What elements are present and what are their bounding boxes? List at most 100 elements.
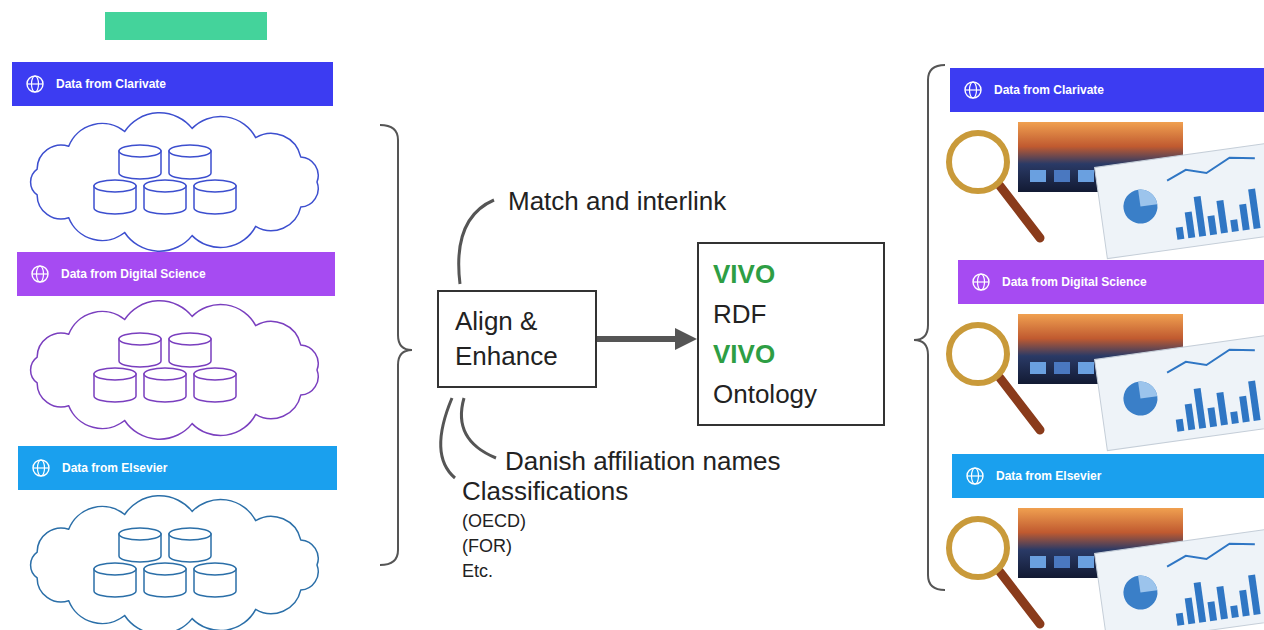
- instrument-panel: [1030, 362, 1046, 374]
- annotation-text: (OECD): [462, 511, 526, 532]
- instrument-panel: [1030, 170, 1046, 182]
- leader-curve: [461, 398, 496, 458]
- source-band: Data from Clarivate: [12, 62, 333, 106]
- data-cloud: [31, 301, 319, 439]
- bar-chart: [1216, 200, 1228, 234]
- database-symbol: [144, 563, 186, 575]
- instrument-panel: [1054, 170, 1070, 182]
- bar-chart: [1185, 403, 1196, 430]
- leader-curve: [459, 200, 494, 284]
- globe-icon: [25, 74, 45, 94]
- annotation-text: Danish affiliation names: [505, 446, 781, 477]
- database-symbol: [94, 180, 136, 192]
- database-symbol: [169, 333, 211, 345]
- box-text: VIVO: [713, 334, 869, 374]
- line-chart: [1165, 154, 1256, 180]
- chart-paper: [1095, 143, 1264, 258]
- bar-chart: [1239, 590, 1250, 617]
- database-symbol: [119, 145, 161, 157]
- magnifier-handle: [1000, 378, 1040, 430]
- bar-chart: [1194, 388, 1206, 429]
- bar-chart: [1185, 211, 1196, 238]
- instrument-panel: [1054, 362, 1070, 374]
- leader-curve: [441, 398, 455, 478]
- bar-chart: [1239, 396, 1250, 423]
- bar-chart: [1248, 574, 1260, 615]
- database-symbol: [119, 333, 161, 345]
- result-band: Data from Elsevier: [952, 454, 1264, 498]
- annotation-text: Etc.: [462, 561, 493, 582]
- data-cloud: [31, 113, 319, 251]
- globe-icon: [971, 272, 991, 292]
- output-box: VIVORDFVIVOOntology: [697, 242, 885, 426]
- globe-icon: [31, 458, 51, 478]
- line-chart: [1165, 540, 1256, 566]
- bar-chart: [1239, 204, 1250, 231]
- band-title: Data from Clarivate: [994, 83, 1104, 97]
- bar-chart: [1176, 227, 1185, 240]
- pie-chart: [1121, 573, 1159, 611]
- flow-arrow: [597, 336, 679, 342]
- magnifier-handle: [1000, 186, 1040, 238]
- database-symbol: [94, 368, 136, 380]
- bar-chart: [1176, 419, 1185, 432]
- bar-chart: [1194, 582, 1206, 623]
- globe-icon: [963, 80, 983, 100]
- database-symbol: [169, 145, 211, 157]
- accent-bar: [105, 12, 267, 40]
- pie-chart: [1138, 379, 1157, 398]
- database-symbol: [144, 180, 186, 192]
- box-text: Ontology: [713, 374, 869, 414]
- left-bracket: [380, 125, 412, 565]
- bar-chart: [1216, 586, 1228, 620]
- box-text: RDF: [713, 294, 869, 334]
- instrument-panel: [1078, 362, 1094, 374]
- band-title: Data from Elsevier: [996, 469, 1101, 483]
- bar-chart: [1207, 601, 1217, 621]
- database-symbol: [194, 563, 236, 575]
- chart-paper: [1095, 335, 1264, 450]
- pie-chart: [1138, 187, 1157, 206]
- pie-chart: [1121, 187, 1159, 225]
- globe-icon: [30, 264, 50, 284]
- database-symbol: [94, 563, 136, 575]
- annotation-text: (FOR): [462, 536, 512, 557]
- result-band: Data from Digital Science: [958, 260, 1264, 304]
- database-symbol: [194, 180, 236, 192]
- band-title: Data from Digital Science: [1002, 275, 1147, 289]
- source-band: Data from Digital Science: [17, 252, 335, 296]
- box-text: Align & Enhance: [455, 304, 579, 374]
- result-band: Data from Clarivate: [950, 68, 1264, 112]
- instrument-panel: [1054, 556, 1070, 568]
- globe-icon: [965, 466, 985, 486]
- instrument-panel: [1078, 170, 1094, 182]
- database-symbol: [194, 368, 236, 380]
- bar-chart: [1207, 407, 1217, 427]
- process-box: Align & Enhance: [437, 290, 597, 388]
- annotation-text: Classifications: [462, 476, 628, 507]
- bar-chart: [1230, 605, 1239, 618]
- bar-chart: [1207, 215, 1217, 235]
- bar-chart: [1230, 411, 1239, 424]
- bar-chart: [1185, 597, 1196, 624]
- instrument-panel: [1078, 556, 1094, 568]
- bar-chart: [1216, 392, 1228, 426]
- bar-chart: [1176, 613, 1185, 626]
- chart-paper: [1095, 529, 1264, 630]
- database-symbol: [169, 528, 211, 540]
- database-symbol: [144, 368, 186, 380]
- instrument-panel: [1030, 556, 1046, 568]
- data-cloud: [31, 496, 319, 630]
- magnifier-glass: [949, 133, 1007, 191]
- line-chart: [1165, 346, 1256, 372]
- pie-chart: [1138, 573, 1157, 592]
- box-text: VIVO: [713, 254, 869, 294]
- bar-chart: [1230, 219, 1239, 232]
- bar-chart: [1248, 188, 1260, 229]
- magnifier-handle: [1000, 572, 1040, 624]
- magnifier-glass: [949, 325, 1007, 383]
- band-title: Data from Elsevier: [62, 461, 167, 475]
- right-bracket: [914, 65, 945, 590]
- database-symbol: [119, 528, 161, 540]
- source-band: Data from Elsevier: [18, 446, 337, 490]
